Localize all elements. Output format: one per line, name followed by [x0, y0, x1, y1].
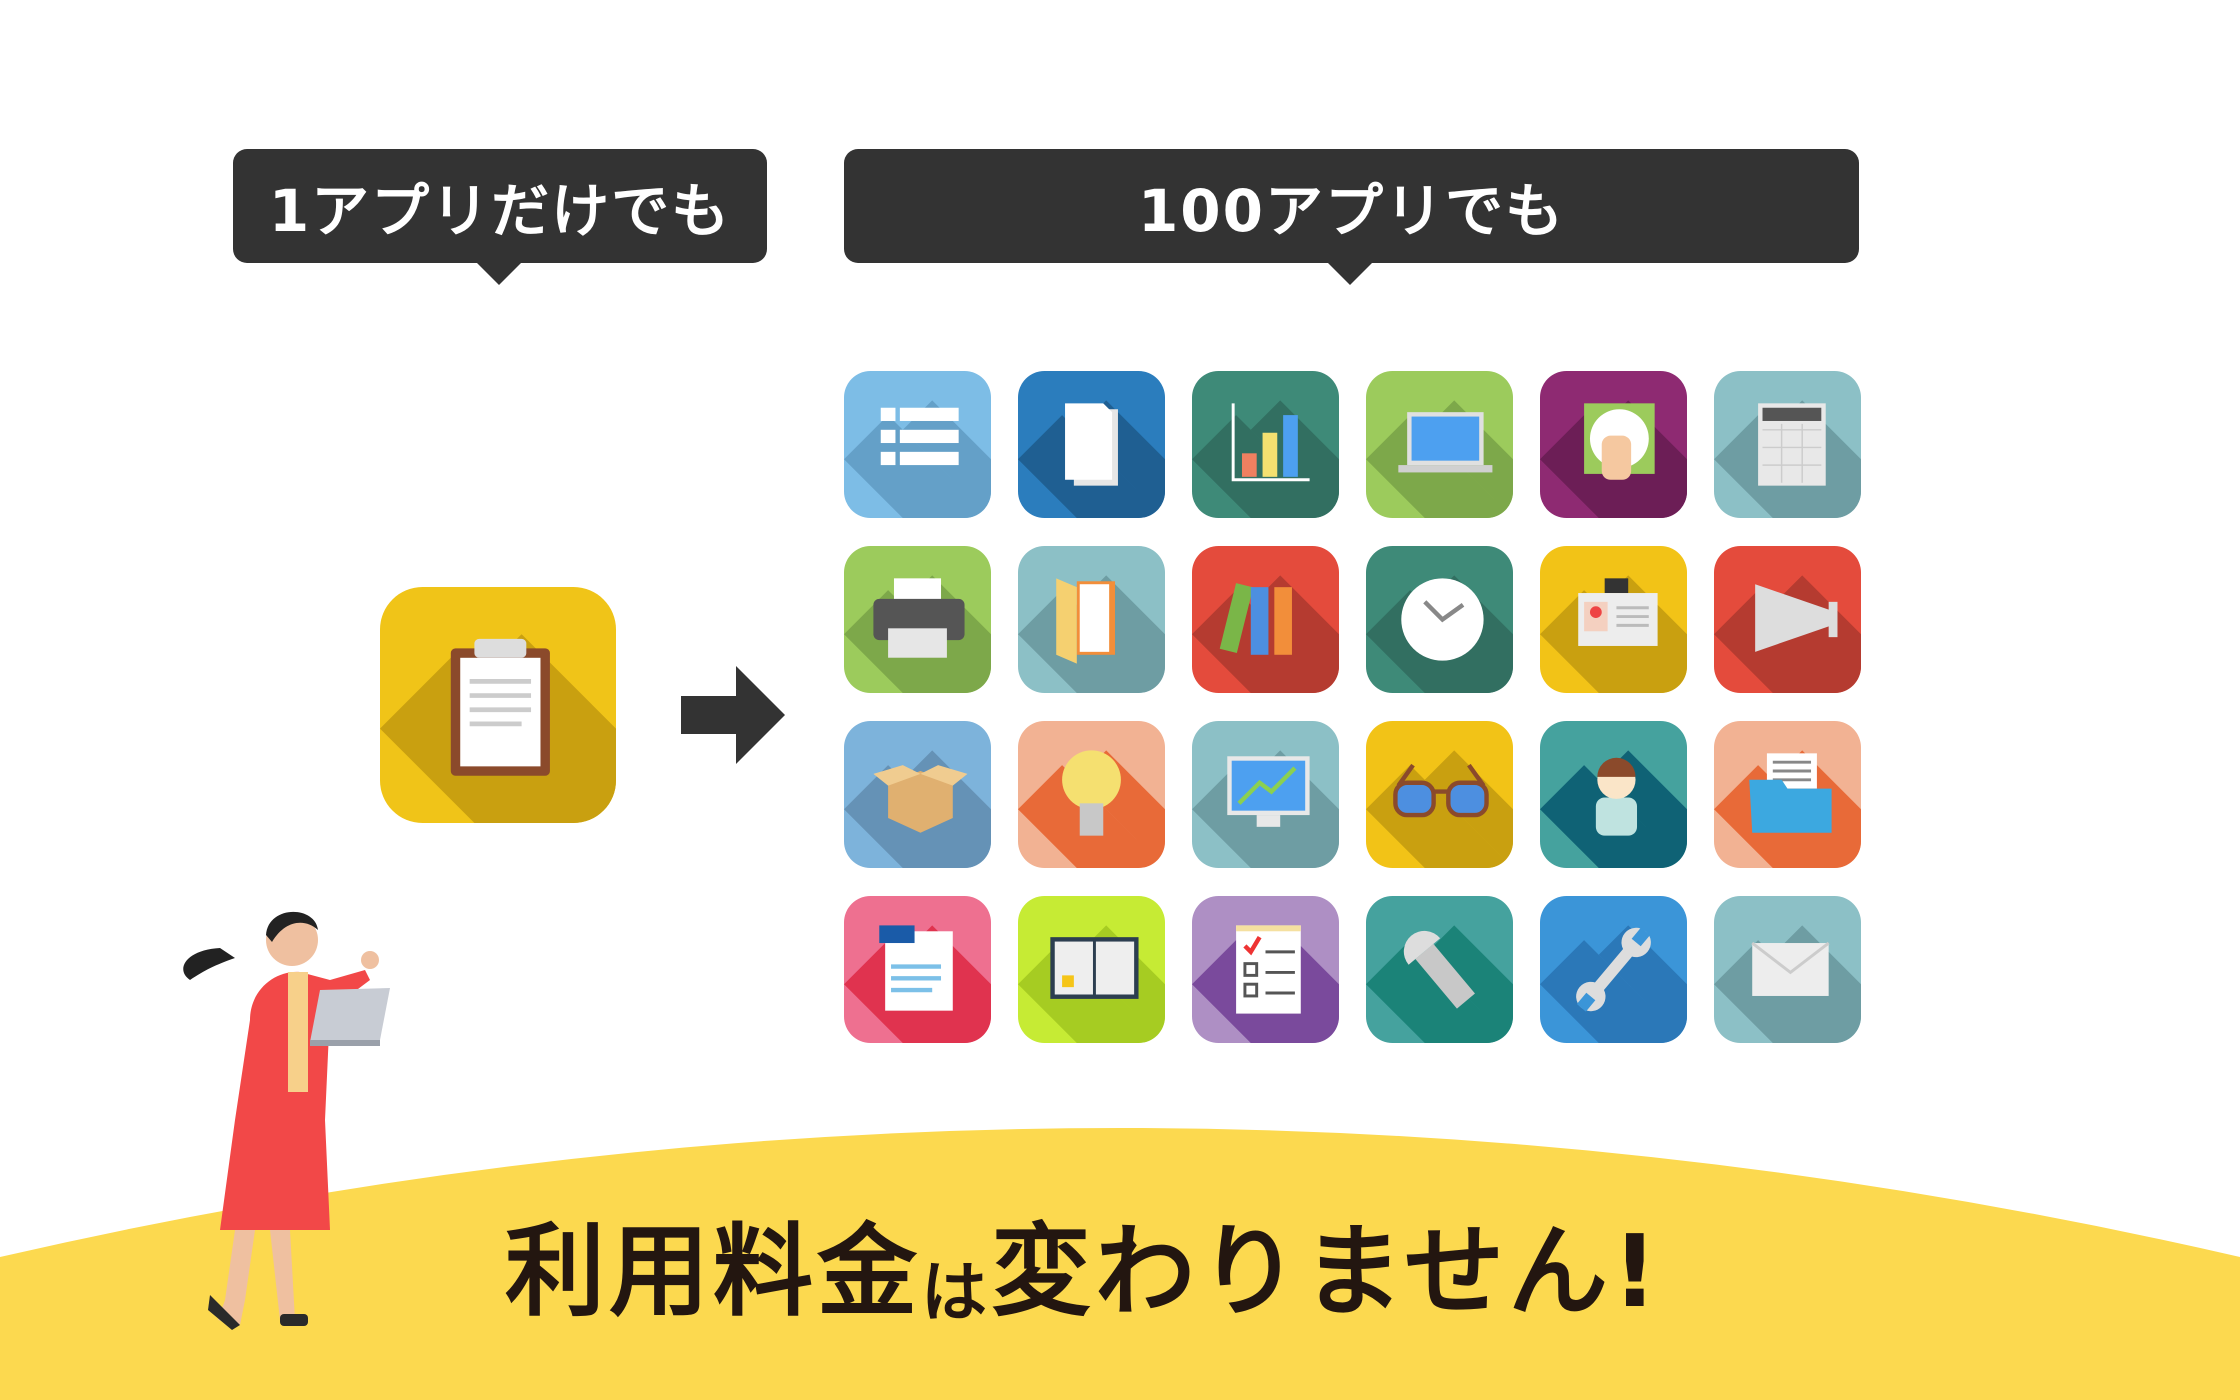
- calculator-icon: [1714, 371, 1861, 518]
- worker-icon: [1540, 721, 1687, 868]
- glasses-icon: [1366, 721, 1513, 868]
- binders-icon: [1192, 546, 1339, 693]
- document-icon: [1018, 371, 1165, 518]
- newspaper-icon: [844, 896, 991, 1043]
- screw-icon: [1366, 896, 1513, 1043]
- clock-icon: [1366, 546, 1513, 693]
- box-icon: [844, 721, 991, 868]
- folder-documents-icon: [1714, 721, 1861, 868]
- hundred-apps-label: 100アプリでも: [844, 149, 1859, 285]
- headline-part1: 利用料金: [505, 1213, 921, 1330]
- right-arrow-icon: [681, 666, 785, 764]
- folder-open-icon: [1018, 546, 1165, 693]
- one-app-label-text: 1アプリだけでも: [268, 177, 732, 245]
- yellow-arc-background: [0, 1128, 2240, 1400]
- monitor-chart-icon: [1192, 721, 1339, 868]
- bar-chart-icon: [1192, 371, 1339, 518]
- megaphone-icon: [1714, 546, 1861, 693]
- printer-icon: [844, 546, 991, 693]
- headline-particle: は: [921, 1254, 991, 1331]
- lightbulb-icon: [1018, 721, 1165, 868]
- clipboard-app-icon: [380, 587, 616, 823]
- id-badge-icon: [1540, 546, 1687, 693]
- disc-hand-icon: [1540, 371, 1687, 518]
- headline-part2: 変わりません!: [991, 1213, 1662, 1330]
- woman-with-laptop-illustration: [183, 911, 390, 1330]
- checklist-icon: [1192, 896, 1339, 1043]
- laptop-icon: [1366, 371, 1513, 518]
- hundred-apps-label-text: 100アプリでも: [1137, 177, 1566, 245]
- list-icon: [844, 371, 991, 518]
- one-app-label: 1アプリだけでも: [233, 149, 767, 285]
- wrench-icon: [1540, 896, 1687, 1043]
- mail-icon: [1714, 896, 1861, 1043]
- notebook-icon: [1018, 896, 1165, 1043]
- headline: 利用料金は変わりません!: [505, 1205, 1745, 1335]
